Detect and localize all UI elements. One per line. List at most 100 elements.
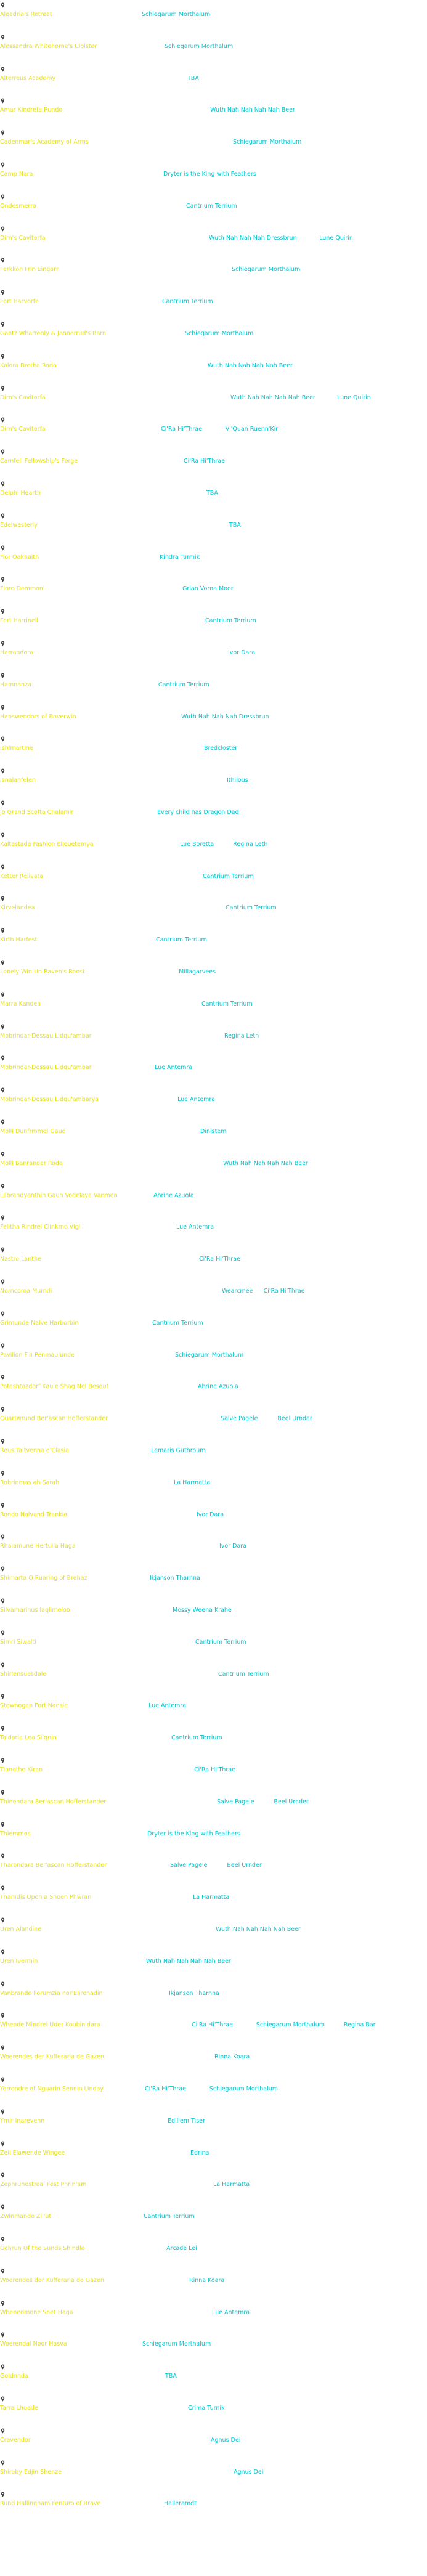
location-name[interactable]: Mobrindar-Dessau Lidqu'ambarya — [0, 1096, 99, 1103]
commander-name[interactable]: Schiegarum Morthalum — [209, 2086, 279, 2092]
commander-name[interactable]: Beel Urnder — [274, 1798, 309, 1805]
location-name[interactable]: Grimunde Nalve Harborbin — [0, 1320, 79, 1327]
location-name[interactable]: Fior Oakhaith — [0, 554, 39, 561]
location-name[interactable]: Ondesmerra — [0, 203, 36, 209]
location-name[interactable]: Hamnanza — [0, 681, 31, 688]
commander-name[interactable]: Ithilous — [227, 777, 248, 784]
location-row[interactable]: Mobrindar-Dessau Lidqu'ambarya Lue Antemr… — [0, 1086, 427, 1111]
location-name[interactable]: Cadenmar's Academy of Arms — [0, 139, 89, 145]
location-row[interactable]: Edelwesterly TBA — [0, 512, 427, 537]
commander-name[interactable]: Ivor Dara — [219, 1543, 247, 1550]
commander-name[interactable]: Cantrium Terrium — [144, 2213, 195, 2220]
commander-name[interactable]: TBA — [206, 490, 218, 497]
commander-name[interactable]: Lemaris Guthroum — [151, 1447, 206, 1454]
location-name[interactable]: Rondo Nalvand Trankia — [0, 1511, 68, 1518]
commander-name[interactable]: Cantrium Terrium — [195, 1639, 246, 1646]
location-name[interactable]: Molli Banrander Roda — [0, 1160, 63, 1167]
location-name[interactable]: Pavilion Fin Penmaulunde — [0, 1352, 75, 1359]
commander-name[interactable]: Schiegarum Morthalum — [185, 330, 254, 337]
commander-name[interactable]: TBA — [229, 522, 241, 529]
location-name[interactable]: Fort Harrinell — [0, 617, 38, 624]
location-row[interactable]: Thiemmos Dryter is the King with Feathers — [0, 1821, 427, 1845]
commander-name[interactable]: Agnus Dei — [211, 2437, 241, 2444]
location-name[interactable]: Zwinmande Zil'ut — [0, 2213, 52, 2220]
location-name[interactable]: Thiemmos — [0, 1830, 31, 1837]
location-row[interactable]: Tharondara Ber'ascan Hofferstander Salve … — [0, 1852, 427, 1877]
commander-name[interactable]: Wuth Nah Nah Nah Nah Beer — [230, 394, 315, 401]
location-name[interactable]: Molli Dunfrmmel Gaud — [0, 1128, 66, 1135]
commander-name[interactable]: Schiegarum Morthalum — [142, 11, 211, 18]
location-name[interactable]: Woerendes der Kufferaria de Gazen — [0, 2054, 104, 2060]
location-name[interactable]: Lonely Win Un Raven's Roost — [0, 969, 85, 975]
location-row[interactable]: Lonely Win Un Raven's Roost Millagarvees — [0, 959, 427, 983]
commander-name[interactable]: Wuth Nah Nah Nah Nah Beer — [223, 1160, 308, 1167]
location-name[interactable]: Rund Hallingham Fenturo of Brave — [0, 2500, 101, 2507]
location-name[interactable]: Kaldra Bretha Roda — [0, 362, 57, 369]
location-name[interactable]: Tarra Lhuade — [0, 2405, 38, 2411]
commander-name[interactable]: Edrina — [190, 2150, 209, 2156]
location-name[interactable]: Felitha Rindrel Clinkmo Vigil — [0, 1224, 82, 1230]
commander-name[interactable]: Cantrium Terrium — [152, 1320, 203, 1327]
location-name[interactable]: Uren Alandine — [0, 1926, 42, 1933]
location-name[interactable]: Whenedmone Snet Haga — [0, 2309, 73, 2316]
location-name[interactable]: Ketter Relivata — [0, 873, 44, 880]
commander-name[interactable]: Regina Bar — [343, 2021, 376, 2028]
commander-name[interactable]: TBA — [165, 2373, 177, 2379]
commander-name[interactable]: Lue Antemra — [177, 1096, 216, 1103]
location-name[interactable]: Taldaria Lea Silqnin — [0, 1734, 57, 1741]
commander-name[interactable]: Dryter is the King with Feathers — [147, 1830, 240, 1837]
commander-name[interactable]: Schiegarum Morthalum — [142, 2341, 211, 2347]
location-name[interactable]: Marra Kandea — [0, 1001, 41, 1007]
commander-name[interactable]: Ci'Ra Hi'Thrae — [199, 1256, 240, 1262]
location-name[interactable]: Edelwesterly — [0, 522, 38, 529]
commander-name[interactable]: La Harmatta — [174, 1479, 211, 1486]
commander-name[interactable]: Dryter is the King with Feathers — [163, 171, 256, 177]
commander-name[interactable]: Rinna Koara — [189, 2277, 225, 2284]
location-name[interactable]: Dirn's Cavitorfa — [0, 426, 46, 433]
commander-name[interactable]: TBA — [187, 75, 199, 82]
commander-name[interactable]: Wearcmee — [222, 1288, 253, 1294]
commander-name[interactable]: Cantrium Terrium — [205, 617, 256, 624]
location-name[interactable]: Tharondara Ber'ascan Hofferstander — [0, 1862, 107, 1869]
commander-name[interactable]: Millagarvees — [179, 969, 216, 975]
location-name[interactable]: Delphi Hearth — [0, 490, 41, 497]
commander-name[interactable]: Schiegarum Morthalum — [233, 139, 302, 145]
location-name[interactable]: Poteshtazdorf Kaule Shag Nel Besdut — [0, 1383, 109, 1390]
commander-name[interactable]: Cantrium Terrium — [203, 873, 254, 880]
location-name[interactable]: Harrandora — [0, 649, 34, 656]
location-name[interactable]: Amar Kindrefa Rundo — [0, 107, 63, 113]
location-name[interactable]: Zephrunestreal Fest Phrin'am — [0, 2181, 87, 2188]
location-name[interactable]: Goldnnda — [0, 2373, 28, 2379]
location-name[interactable]: Carnfell Fellowship's Forge — [0, 458, 78, 465]
location-name[interactable]: Camp Nara — [0, 171, 33, 177]
commander-name[interactable]: Ci'Ra Hi'Thrae — [184, 458, 225, 465]
commander-name[interactable]: Cantrium Terrium — [218, 1671, 269, 1678]
commander-name[interactable]: Salve Pagele — [170, 1862, 208, 1869]
location-row[interactable]: Fort Harrinell Cantrium Terrium — [0, 607, 427, 632]
commander-name[interactable]: Salve Pagele — [221, 1415, 258, 1422]
